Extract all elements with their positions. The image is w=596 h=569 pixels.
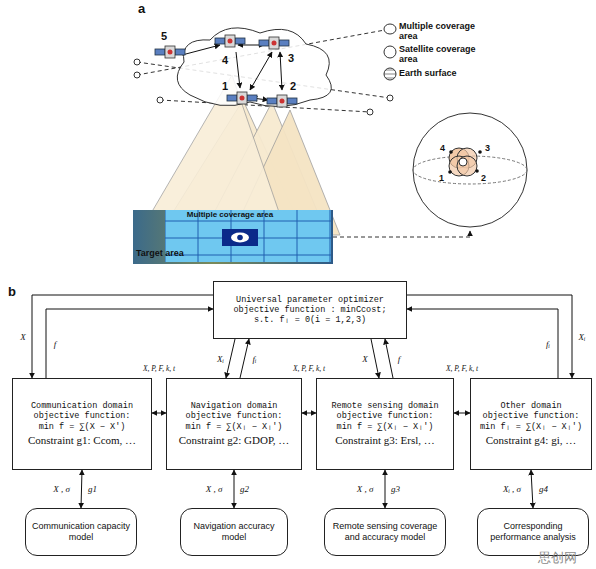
watermark: 思创网 — [538, 549, 577, 567]
domain-box: Remote sensing domain objective function… — [316, 378, 454, 470]
connector — [407, 309, 558, 378]
edge-label: Xᵢ — [578, 332, 587, 341]
node-text: Corresponding performance analysis — [483, 521, 583, 543]
legend-text: Multiple coverage area — [399, 22, 479, 42]
edge-label: Xᵢ — [216, 354, 225, 363]
edge-label: X, P, F, k, t — [445, 365, 479, 373]
domain-box: Communication domain objective function:… — [12, 378, 152, 470]
callout-label: 1 — [439, 173, 444, 183]
node-text: min f = ∑(Xᵢ − Xᵢ') — [337, 422, 434, 432]
node-text: Remote sensing coverage and accuracy mod… — [330, 521, 440, 543]
callout-label: g3 — [391, 484, 400, 494]
connector — [371, 339, 379, 378]
callout-label: 2 — [290, 80, 296, 92]
model-box: Navigation accuracy model — [180, 508, 288, 556]
optimizer-box: Universal parameter optimizer objective … — [213, 281, 407, 339]
model-box: Corresponding performance analysis — [477, 508, 589, 556]
edge-label: f — [397, 354, 402, 363]
node-text: s.t. fᵢ = 0(i = 1,2,3) — [254, 315, 366, 325]
callout-label: g4 — [539, 484, 548, 494]
node-text: min fᵢ = ∑(Xᵢ − Xᵢ') — [480, 422, 582, 432]
edge-label: X, P, F, k, t — [142, 365, 176, 373]
node-text: Constraint g3: Ersl, … — [335, 434, 435, 447]
legend-text: Earth surface — [399, 69, 479, 79]
callout-label: 3 — [288, 52, 294, 64]
connector — [531, 470, 533, 508]
model-box: Remote sensing coverage and accuracy mod… — [324, 508, 446, 556]
domain-box: Navigation domain objective function:min… — [166, 378, 302, 470]
edge-label: fᵢ — [252, 354, 258, 363]
callout-label: Multiple coverage area — [178, 211, 282, 219]
connector — [46, 309, 213, 378]
connector — [152, 413, 166, 414]
connector — [81, 470, 82, 508]
node-text: Universal parameter optimizer objective … — [219, 295, 401, 315]
model-box: Communication capacity model — [25, 508, 137, 556]
callout-label: g1 — [88, 484, 97, 494]
callout-label: 3 — [485, 143, 490, 153]
node-text: Other domain objective function: — [476, 401, 586, 421]
node-text: Constraint g2: GDOP, … — [179, 434, 290, 447]
edge-label: X , σ — [52, 485, 71, 494]
edge-label: fᵢ — [545, 339, 551, 348]
connector — [385, 339, 393, 378]
edge-label: X — [19, 332, 27, 341]
node-text: min f = ∑(Xᵢ − Xᵢ') — [186, 422, 283, 432]
connector — [407, 295, 572, 378]
edge-label: X, P, F, k, t — [292, 365, 326, 373]
domain-box: Other domain objective function:min fᵢ =… — [470, 378, 592, 470]
edge-label: X , σ — [205, 485, 224, 494]
edge-label: X — [361, 354, 369, 363]
callout-label: g2 — [240, 484, 249, 494]
edge-label: Xᵢ , σ — [502, 485, 522, 494]
node-text: min f = ∑(X − X') — [39, 422, 126, 432]
node-text: Communication domain objective function: — [18, 401, 146, 421]
callout-label: 2 — [481, 173, 486, 183]
connector — [32, 295, 213, 378]
edge-label: f — [53, 339, 58, 348]
callout-label: 4 — [440, 143, 445, 153]
node-text: Remote sensing domain objective function… — [322, 401, 448, 421]
node-text: Communication capacity model — [31, 521, 131, 543]
node-text: Navigation domain objective function: — [172, 401, 296, 421]
connector — [385, 470, 386, 508]
edge-label: X , σ — [356, 485, 375, 494]
connector — [240, 339, 249, 378]
panel-letter: b — [8, 284, 16, 299]
node-text: Constraint g1: Ccom, … — [28, 434, 136, 447]
callout-label: 4 — [222, 54, 228, 66]
legend-text: Satellite coverage area — [399, 45, 479, 65]
connector — [226, 339, 235, 378]
callout-label: Target area — [136, 248, 184, 258]
connector — [454, 413, 470, 414]
callout-label: 5 — [161, 30, 167, 42]
connector — [234, 470, 235, 508]
node-text: Constraint g4: gi, … — [486, 434, 576, 447]
connector — [302, 413, 316, 414]
node-text: Navigation accuracy model — [186, 521, 282, 543]
callout-label: 1 — [222, 80, 228, 92]
panel-letter: a — [138, 1, 145, 16]
